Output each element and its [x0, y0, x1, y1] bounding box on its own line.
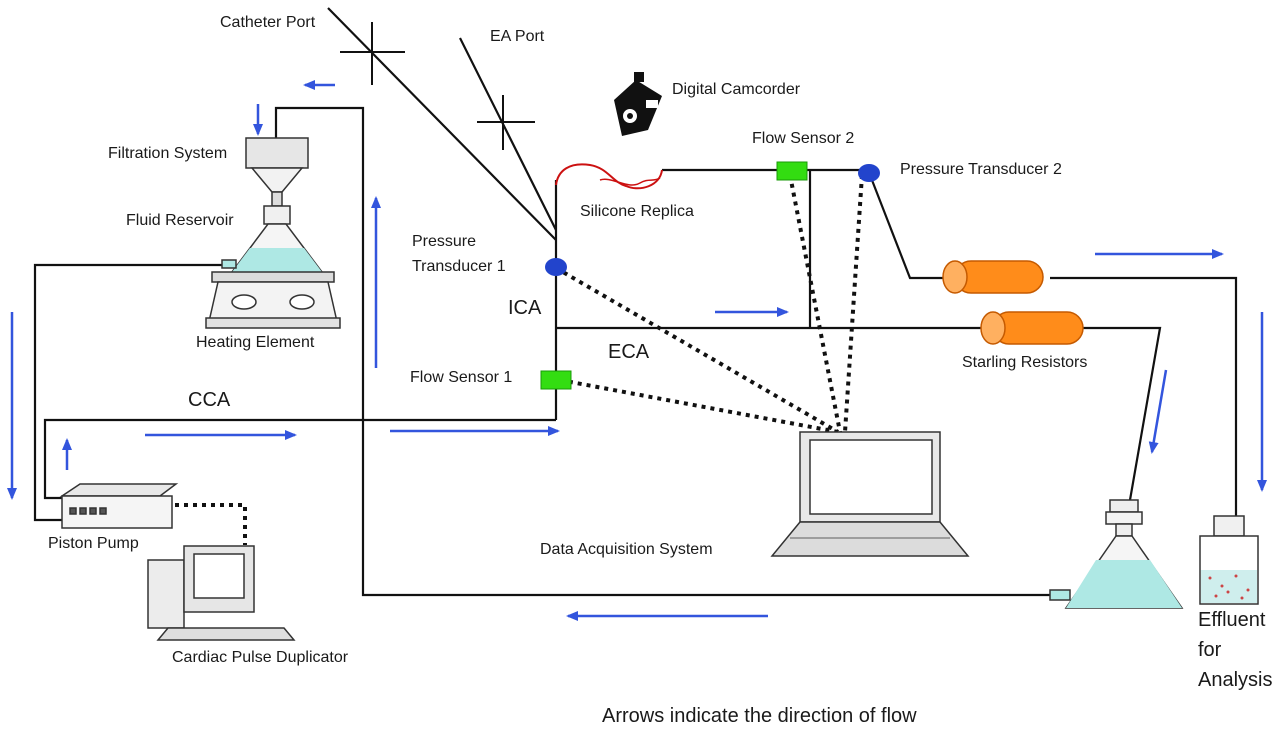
tubing-network [33, 7, 1238, 597]
filtration-system [245, 137, 309, 207]
catheter-line [327, 7, 557, 241]
pressure-transducer-2 [858, 164, 880, 182]
collection-flask [1049, 499, 1184, 609]
label-cca: CCA [188, 389, 231, 411]
label-effluent-2: for [1198, 639, 1222, 661]
flow-sensor-1 [540, 370, 572, 390]
label-fluid-reservoir: Fluid Reservoir [126, 212, 234, 229]
starling-resistor-upper [942, 260, 1044, 294]
caption: Arrows indicate the direction of flow [602, 705, 917, 727]
text-labels: Catheter Port EA Port Digital Camcorder … [48, 14, 1272, 727]
label-ea-port: EA Port [490, 28, 545, 45]
ea-port-line [459, 37, 557, 231]
cca-line [43, 418, 556, 500]
flow-sensor-2 [776, 161, 808, 181]
digital-camcorder-icon [614, 72, 662, 136]
return-line [274, 106, 1052, 597]
ea-port-valve [477, 95, 535, 150]
label-filtration-system: Filtration System [108, 145, 227, 162]
data-lines [175, 174, 864, 545]
flow-arrows [7, 80, 1267, 621]
fluid-reservoir-flask [221, 205, 324, 273]
silicone-replica [555, 163, 663, 190]
label-cardiac-pulse-duplicator: Cardiac Pulse Duplicator [172, 649, 349, 666]
label-effluent-1: Effluent [1198, 609, 1266, 631]
data-acquisition-laptop [770, 431, 970, 557]
resistor-to-effluent-line [1050, 276, 1238, 516]
label-catheter-port: Catheter Port [220, 14, 316, 31]
label-ica: ICA [508, 297, 542, 319]
label-eca: ECA [608, 341, 650, 363]
piston-pump [59, 483, 179, 529]
label-pressure-transducer-1-a: Pressure [412, 233, 476, 250]
label-starling-resistors: Starling Resistors [962, 354, 1087, 371]
label-flow-sensor-1: Flow Sensor 1 [410, 369, 512, 386]
pt2-to-resistor-line [868, 174, 944, 280]
label-pressure-transducer-1-b: Transducer 1 [412, 258, 506, 275]
heating-element [205, 271, 341, 329]
catheter-port-valve [340, 22, 405, 85]
effluent-container [1199, 515, 1259, 605]
label-data-acquisition-system: Data Acquisition System [540, 541, 713, 558]
label-digital-camcorder: Digital Camcorder [672, 81, 801, 98]
label-effluent-3: Analysis [1198, 669, 1272, 691]
cardiac-pulse-duplicator-computer [147, 545, 296, 641]
label-silicone-replica: Silicone Replica [580, 203, 694, 220]
label-heating-element: Heating Element [196, 334, 315, 351]
silicone-replica-detail [599, 177, 661, 186]
pressure-transducer-1 [545, 258, 567, 276]
label-flow-sensor-2: Flow Sensor 2 [752, 130, 854, 147]
label-piston-pump: Piston Pump [48, 535, 139, 552]
starling-resistor-lower [980, 311, 1084, 345]
arrow-to-flask [1148, 369, 1168, 454]
label-pressure-transducer-2: Pressure Transducer 2 [900, 161, 1062, 178]
eca-line [556, 326, 1162, 501]
reservoir-to-pump-line [33, 263, 222, 522]
